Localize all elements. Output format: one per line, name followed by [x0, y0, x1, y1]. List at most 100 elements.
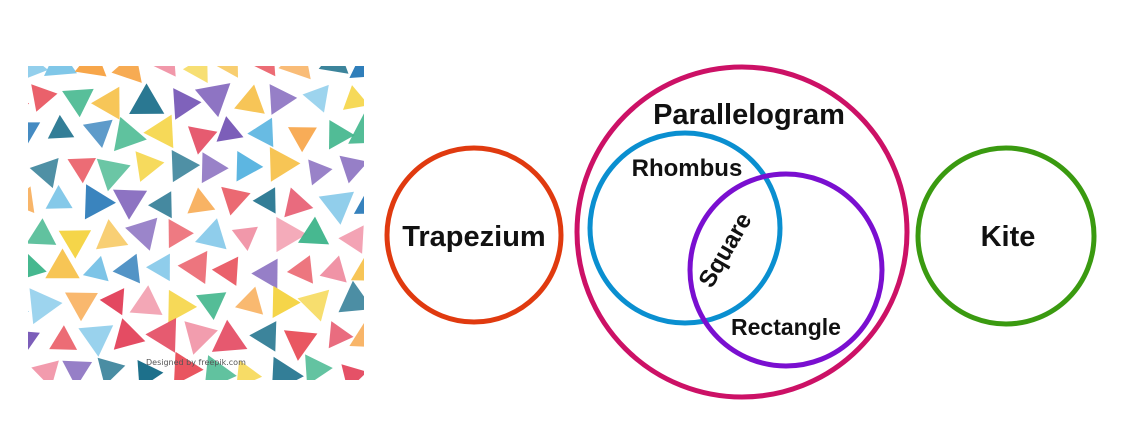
- pattern-triangle: [97, 357, 126, 380]
- pattern-triangle: [350, 257, 364, 281]
- pattern-triangle: [45, 248, 80, 279]
- pattern-triangle: [247, 391, 272, 419]
- pattern-triangle: [0, 229, 25, 257]
- pattern-triangle: [287, 382, 321, 416]
- pattern-triangle: [0, 253, 14, 282]
- pattern-triangle: [0, 187, 2, 218]
- pattern-triangle: [112, 253, 140, 284]
- triangle-pattern-image: Designed by freepik.com: [0, 13, 402, 427]
- pattern-triangle: [91, 86, 120, 120]
- pattern-triangle: [211, 319, 248, 352]
- pattern-triangle: [62, 88, 94, 118]
- pattern-triangle: [216, 116, 244, 142]
- parallelogram-circle: [574, 64, 910, 400]
- pattern-triangle: [223, 395, 250, 422]
- pattern-triangle: [341, 364, 364, 380]
- pattern-triangle: [304, 13, 330, 36]
- pattern-triangle: [102, 16, 129, 42]
- pattern-triangle: [249, 321, 277, 352]
- kite-circle: [915, 145, 1097, 327]
- pattern-triangle: [184, 321, 218, 355]
- pattern-triangle: [319, 255, 347, 283]
- pattern-triangle: [129, 83, 165, 114]
- pattern-triangle: [31, 360, 59, 380]
- pattern-triangle: [343, 85, 364, 110]
- pattern-triangle: [221, 186, 251, 216]
- pattern-triangle: [148, 191, 172, 219]
- pattern-triangle: [137, 360, 164, 380]
- pattern-triangle: [371, 296, 402, 323]
- pattern-triangle: [67, 158, 96, 184]
- pattern-triangle: [49, 325, 78, 350]
- rhombus-label: Rhombus: [632, 155, 743, 182]
- pattern-triangle: [230, 25, 258, 52]
- pattern-triangle: [308, 159, 333, 186]
- pattern-triangle: [111, 66, 142, 83]
- pattern-triangle: [373, 162, 399, 185]
- pattern-triangle: [182, 391, 215, 420]
- pattern-triangle: [348, 113, 364, 144]
- pattern-triangle: [31, 84, 58, 112]
- pattern-triangle: [201, 152, 229, 184]
- pattern-triangle: [328, 321, 354, 349]
- pattern-triangle: [83, 392, 110, 421]
- pattern-triangle: [298, 216, 330, 245]
- pattern-triangle: [99, 288, 125, 316]
- pattern-triangle: [84, 184, 116, 220]
- pattern-triangle: [338, 225, 364, 254]
- pattern-triangle: [286, 255, 313, 284]
- pattern-triangle: [368, 364, 395, 388]
- pattern-triangle: [28, 253, 47, 278]
- pattern-triangle: [353, 195, 364, 214]
- pattern-triangle: [347, 386, 383, 419]
- pattern-triangle: [44, 66, 77, 76]
- pattern-triangle: [329, 120, 355, 150]
- pattern-triangle: [283, 330, 318, 361]
- pattern-triangle: [29, 288, 63, 325]
- pattern-triangle: [252, 187, 276, 214]
- pattern-triangle: [45, 185, 73, 209]
- pattern-triangle: [234, 84, 265, 114]
- pattern-triangle: [201, 15, 228, 41]
- pattern-triangle: [236, 151, 264, 182]
- pattern-triangle: [272, 285, 301, 318]
- pattern-triangle: [337, 15, 364, 45]
- pattern-triangle: [82, 119, 113, 148]
- pattern-triangle: [174, 351, 204, 380]
- pattern-triangle: [64, 18, 95, 46]
- pattern-triangle: [173, 88, 202, 120]
- pattern-triangle: [339, 155, 364, 184]
- pattern-triangle: [28, 122, 41, 144]
- pattern-triangle: [272, 356, 304, 380]
- pattern-triangle: [276, 216, 307, 253]
- pattern-triangle: [318, 66, 349, 74]
- pattern-triangle: [125, 217, 158, 251]
- pattern-triangle: [74, 66, 107, 77]
- pattern-triangle: [284, 187, 314, 218]
- pattern-triangle: [0, 392, 11, 427]
- pattern-triangle: [145, 318, 177, 353]
- rectangle-circle: [687, 171, 885, 369]
- pattern-triangle: [129, 285, 163, 315]
- image-credit: Designed by freepik.com: [146, 358, 246, 367]
- pattern-triangle: [205, 355, 237, 380]
- pattern-triangle: [123, 15, 156, 51]
- pattern-triangle: [278, 66, 311, 80]
- pattern-triangle: [146, 253, 170, 282]
- pattern-triangle: [349, 66, 364, 78]
- pattern-triangle: [237, 360, 263, 380]
- pattern-triangle: [188, 126, 218, 155]
- pattern-triangle: [368, 93, 397, 119]
- pattern-triangle: [47, 388, 75, 413]
- pattern-triangle: [302, 84, 329, 113]
- pattern-triangle: [254, 66, 276, 77]
- pattern-triangle: [150, 395, 175, 423]
- pattern-triangle: [171, 150, 201, 183]
- pattern-triangle: [216, 66, 238, 78]
- pattern-triangle: [177, 250, 208, 284]
- pattern-triangle: [62, 360, 93, 380]
- pattern-triangle: [0, 357, 20, 389]
- pattern-triangle: [288, 127, 317, 153]
- rhombus-circle: [587, 130, 783, 326]
